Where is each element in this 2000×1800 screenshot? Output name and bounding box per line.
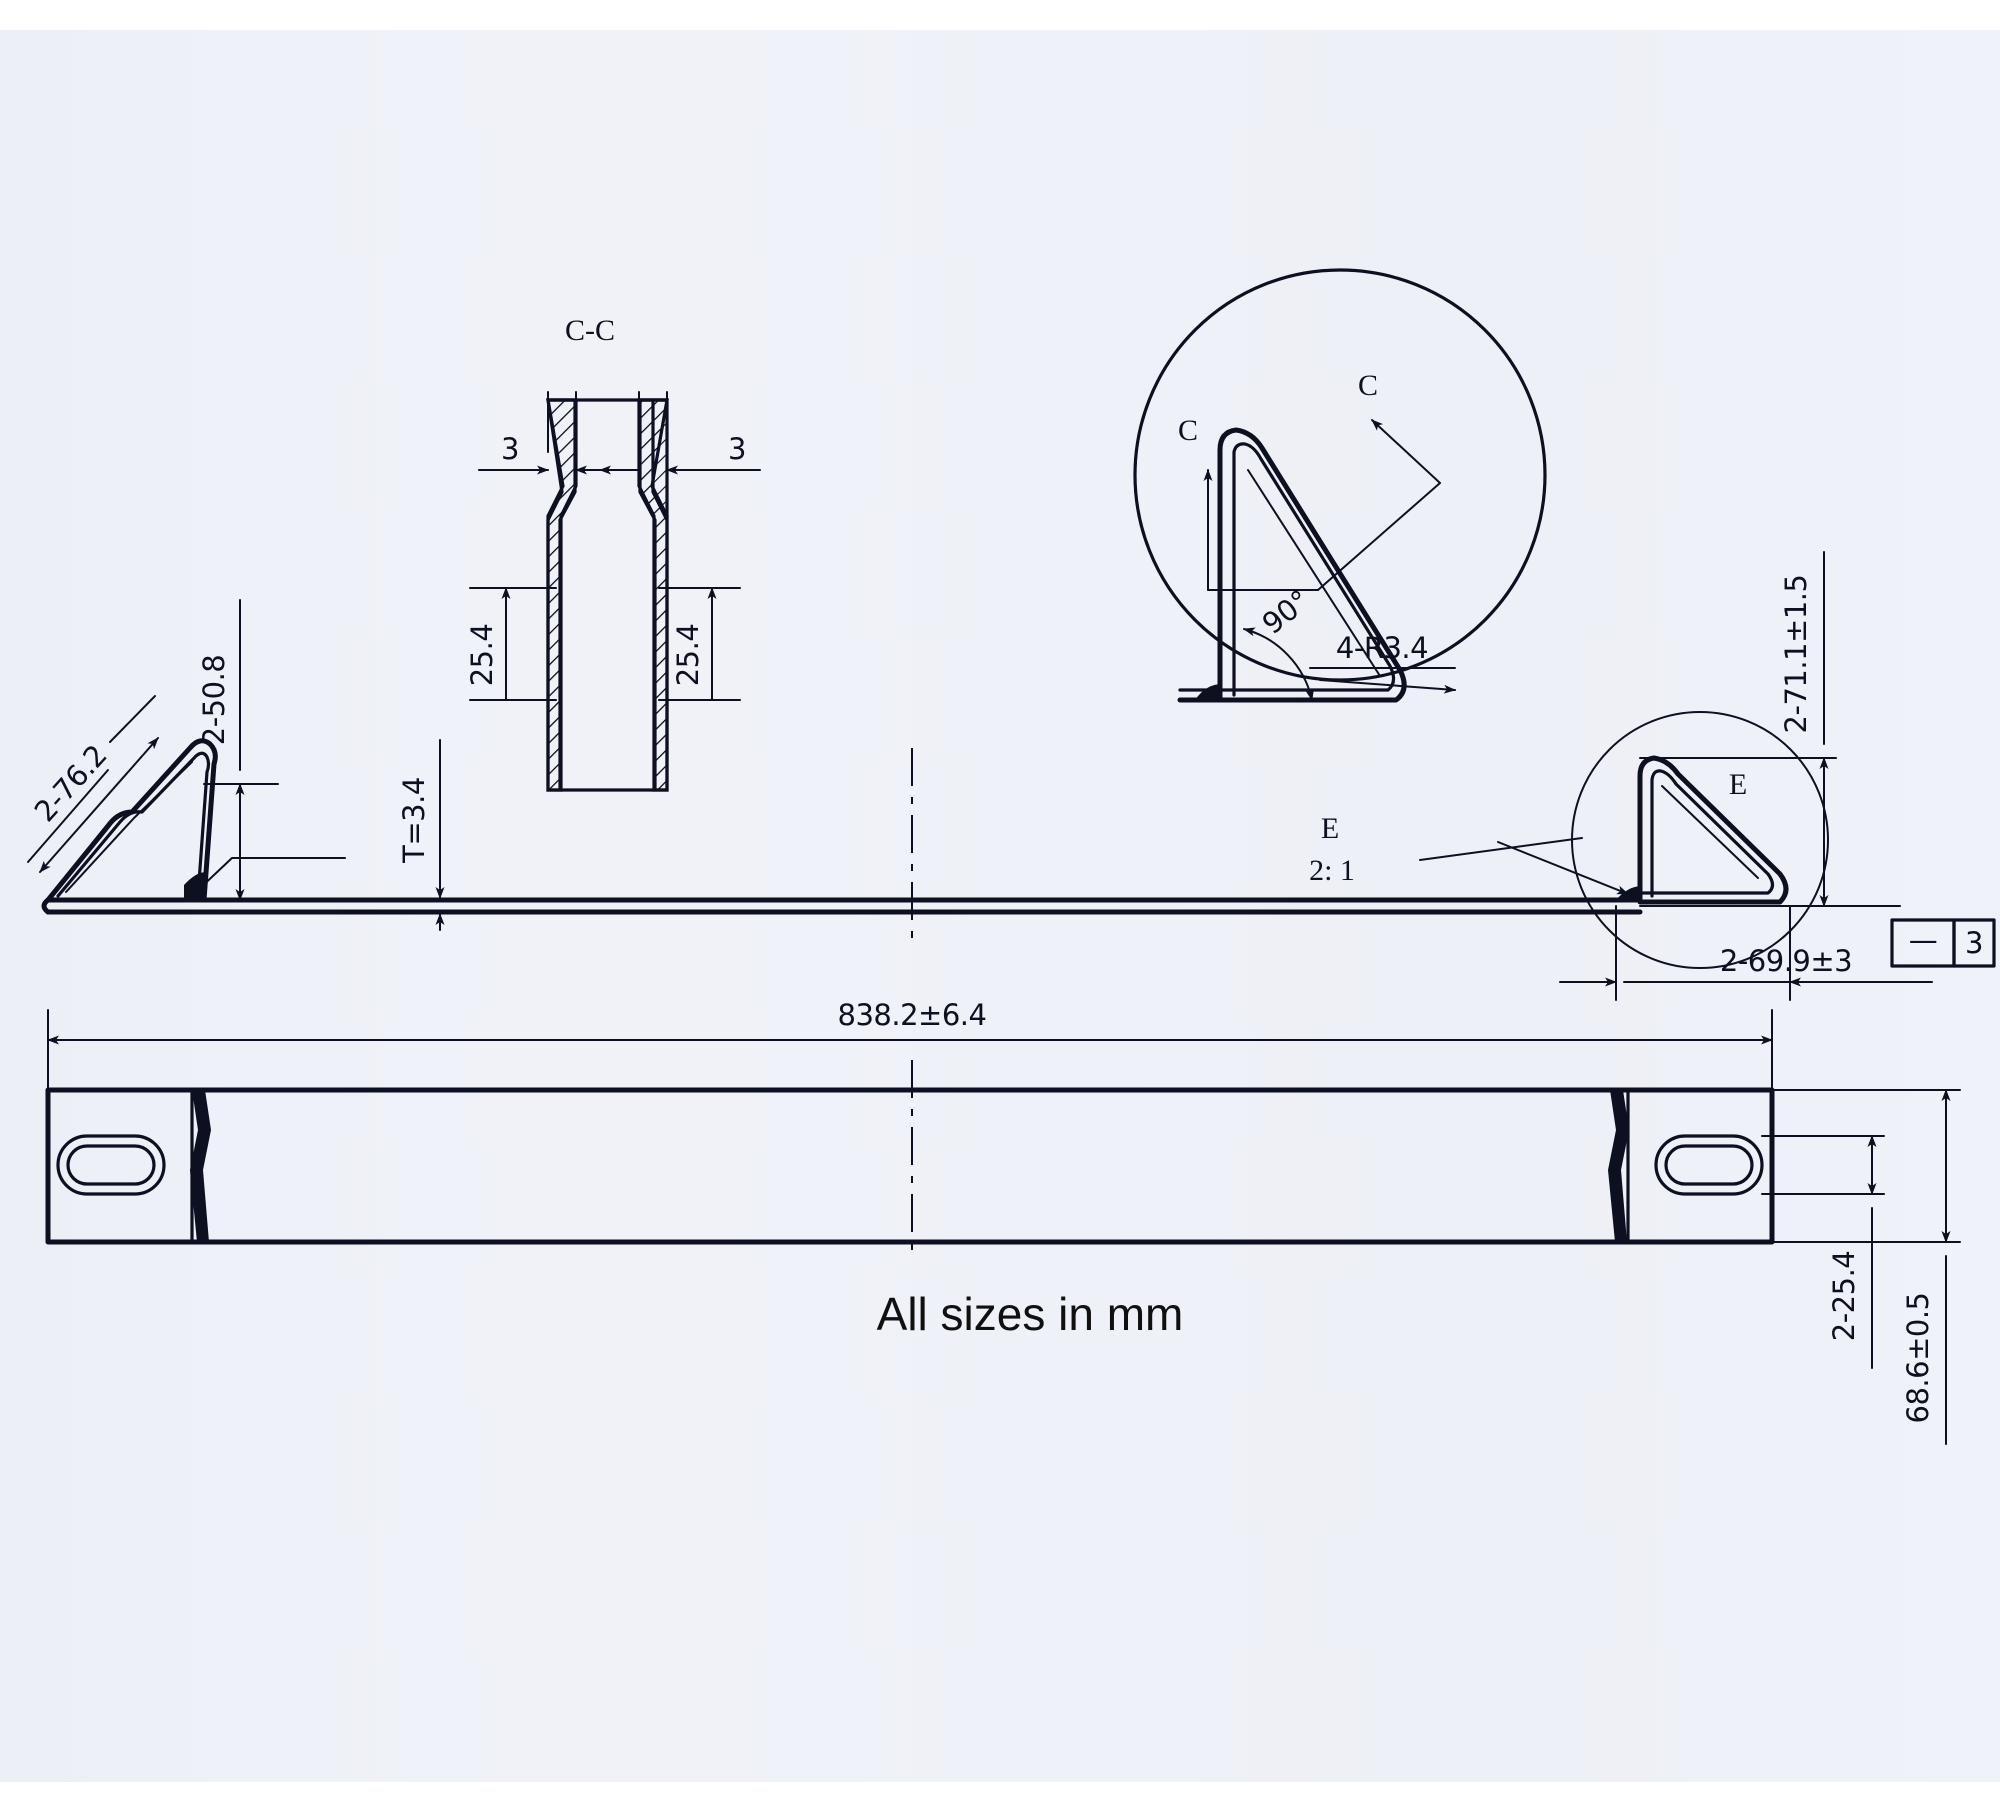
detail-e-profile-outer <box>1177 427 1407 703</box>
dim-left-hypotenuse: 2-76.2 <box>28 738 114 828</box>
flatness-tolerance-frame: — 3 <box>1890 918 1996 968</box>
flatness-value-box <box>1952 918 1996 968</box>
side-elevation-view: 2-76.2 2-50.8 T=3.4 E <box>27 551 1996 1001</box>
right-end-outer-profile <box>1637 755 1789 905</box>
weld-leader-seg1 <box>195 857 233 893</box>
detail-e-profile-inner <box>1178 442 1396 697</box>
radius-leader <box>1319 679 1456 694</box>
dim-slot-height: 2-25.4 <box>1827 1251 1861 1342</box>
ext-76-2-upper <box>109 695 156 743</box>
section-mark-right-c: C <box>1358 369 1378 402</box>
detail-e-circle <box>1133 268 1547 682</box>
detail-e-scale: 2: 1 <box>1309 854 1355 887</box>
dim-right-base: 2-69.9±3 <box>1720 944 1852 978</box>
sheet-bottom-margin <box>0 1782 2000 1800</box>
detail-e-label: E <box>1321 812 1339 845</box>
plan-slot-right-outer <box>1654 1134 1764 1196</box>
dim-overall-length: 838.2±6.4 <box>838 998 987 1032</box>
right-detail-marker: E <box>1729 768 1747 801</box>
section-arrow-right <box>1371 419 1441 484</box>
dim-left-height: 2-50.8 <box>197 655 231 746</box>
left-end-corner-weld <box>184 872 206 900</box>
dim-wall-thickness-left: 3 <box>501 432 519 466</box>
detail-e-leader <box>1419 837 1583 861</box>
section-cc-wall-left <box>546 398 578 792</box>
dim-overall-width: 68.6±0.5 <box>1901 1293 1935 1424</box>
dim-sheet-thickness: T=3.4 <box>397 777 431 864</box>
angle-arc-90 <box>1243 627 1314 701</box>
flatness-value: 3 <box>1965 926 1983 960</box>
detail-e-profile-inner2 <box>1247 469 1381 677</box>
dim-wall-thickness-right: 3 <box>728 432 746 466</box>
dim-radius-note: 4-R3.4 <box>1336 631 1428 665</box>
dim-line-76-2 <box>39 737 159 873</box>
plan-view: 838.2±6.4 2-25.4 <box>45 998 1961 1445</box>
plan-slot-left-outer <box>56 1134 166 1196</box>
section-mark-left-c: C <box>1178 414 1198 447</box>
flatness-symbol: — <box>1909 923 1938 957</box>
sheet-top-margin <box>0 0 2000 30</box>
section-cc-view: C-C 3 3 25.4 25.4 <box>465 314 761 792</box>
right-end-corner-weld <box>1616 886 1642 900</box>
plan-bend-line-right <box>1608 1090 1629 1242</box>
right-end-inner-profile <box>1638 769 1775 898</box>
plan-bend-line-left <box>190 1090 211 1242</box>
units-note: All sizes in mm <box>877 1288 1184 1340</box>
detail-e-corner-weld <box>1195 684 1222 700</box>
dim-height-left: 25.4 <box>465 624 499 687</box>
dim-right-height: 2-71.1±1.5 <box>1779 575 1813 734</box>
plan-slot-left-inner <box>66 1144 156 1186</box>
section-leader-right-seg1 <box>1317 482 1441 591</box>
detail-e-view: C C 90° 4-R3.4 E 2: 1 <box>1133 268 1583 887</box>
dim-height-right: 25.4 <box>671 624 705 687</box>
section-cc-label: C-C <box>565 314 615 347</box>
dim-angle-90: 90° <box>1256 583 1316 641</box>
plan-slot-right-inner <box>1664 1144 1754 1186</box>
right-end-inner-profile2 <box>1661 785 1759 879</box>
right-weld-leader <box>1497 841 1629 895</box>
plan-outline <box>45 1087 1775 1245</box>
